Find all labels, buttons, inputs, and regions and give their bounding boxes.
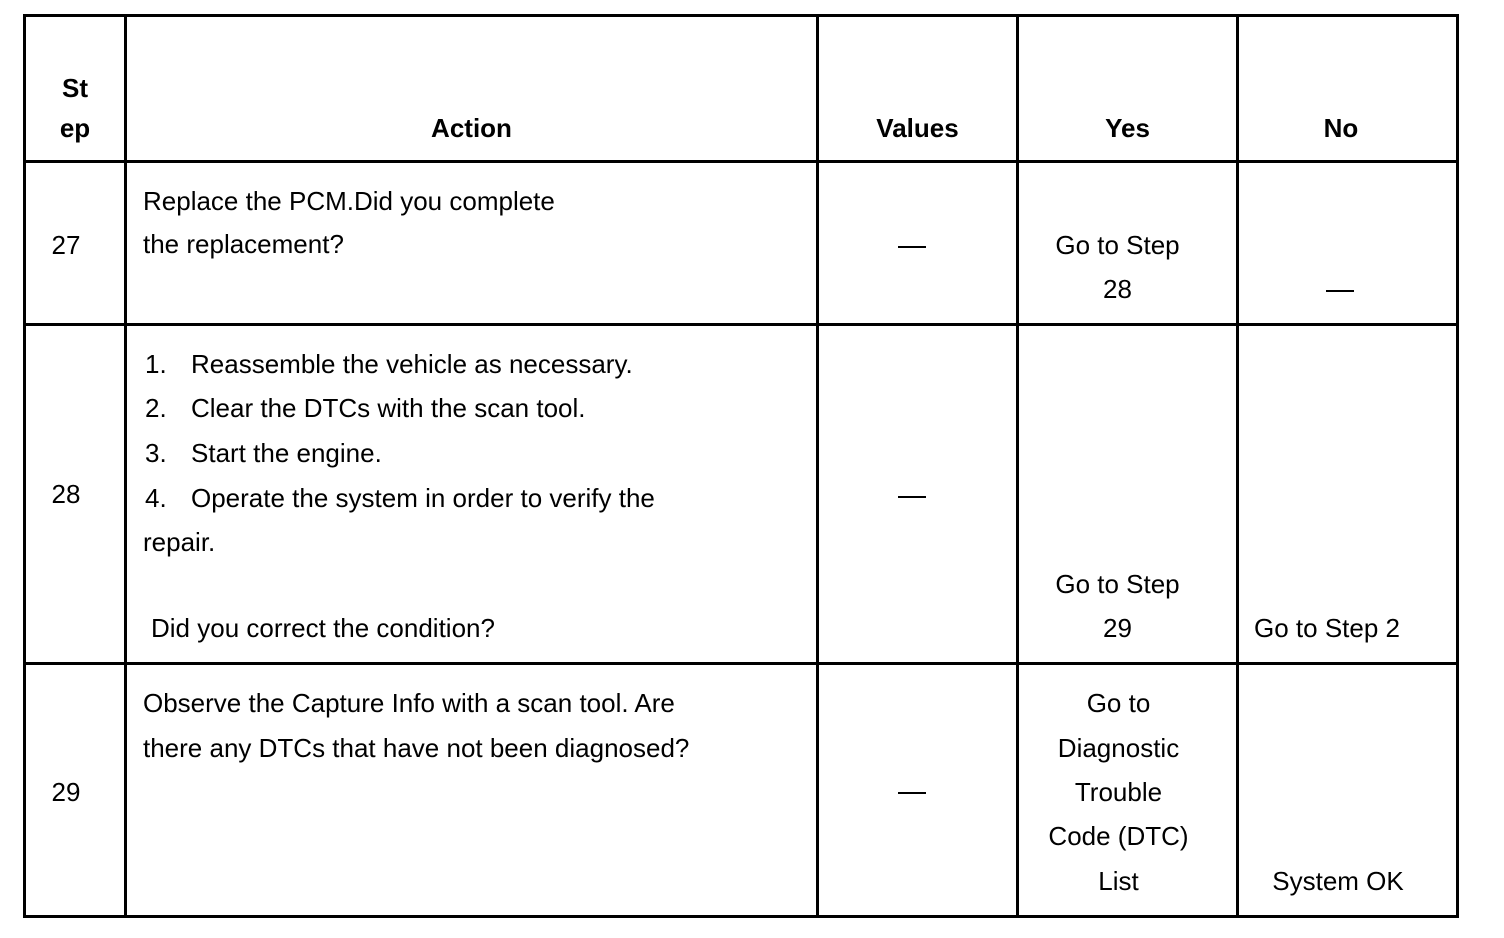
yes-text: Trouble [1074,777,1163,807]
header-values: Values [876,113,959,143]
values-dash [898,246,926,248]
values-dash [898,792,926,794]
question-text: Did you correct the condition? [151,613,495,643]
list-item: Reassemble the vehicle as necessary. [191,349,633,379]
list-item-continuation: repair. [143,527,216,557]
row-divider [23,160,1459,163]
list-item: Operate the system in order to verify th… [191,483,655,513]
values-dash [898,496,926,498]
step-number: 28 [51,479,81,509]
list-item-number: 4. [145,483,167,513]
yes-text: 28 [1103,274,1132,304]
action-text: Replace the PCM.Did you complete [143,186,555,216]
no-text: Go to Step 2 [1254,613,1400,643]
row-divider [23,323,1459,326]
header-action: Action [431,113,512,143]
column-divider [1236,14,1239,918]
yes-text: Go to [1086,688,1151,718]
header-step: ep [59,113,91,143]
header-step: St [62,73,88,103]
list-item: Start the engine. [191,438,382,468]
column-divider [124,14,127,918]
list-item-number: 3. [145,438,167,468]
yes-text: Go to Step [1055,230,1180,260]
header-yes: Yes [1105,113,1150,143]
yes-text: Go to Step [1055,569,1180,599]
action-text: there any DTCs that have not been diagno… [143,733,690,763]
step-number: 29 [51,777,81,807]
no-text: System OK [1272,866,1404,896]
action-text: Observe the Capture Info with a scan too… [143,688,675,718]
yes-text: 29 [1103,613,1132,643]
list-item-number: 2. [145,393,167,423]
column-divider [816,14,819,918]
no-dash [1326,290,1354,292]
row-divider [23,662,1459,665]
yes-text: Code (DTC) [1048,821,1189,851]
step-number: 27 [51,230,81,260]
action-text: the replacement? [143,229,344,259]
list-item-number: 1. [145,349,167,379]
column-divider [1016,14,1019,918]
table-frame [23,14,1459,918]
yes-text: List [1098,866,1139,896]
yes-text: Diagnostic [1057,733,1180,763]
list-item: Clear the DTCs with the scan tool. [191,393,586,423]
header-no: No [1323,113,1359,143]
